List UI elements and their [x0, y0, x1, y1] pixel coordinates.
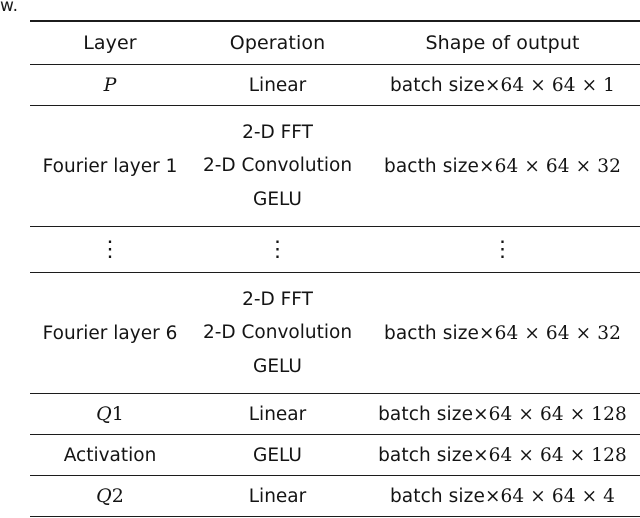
layer-symbol: Q — [96, 485, 112, 507]
cell-shape: batch size×64 × 64 × 1 — [365, 64, 640, 106]
operation-label: Linear — [248, 74, 307, 96]
layer-symbol-index: 1 — [111, 403, 124, 425]
table-row: Q2 Linear batch size×64 × 64 × 4 — [30, 475, 640, 517]
vertical-ellipsis-icon: ⋮ — [99, 236, 121, 262]
cell-operation: Linear — [190, 64, 365, 106]
shape-value: batch size×64 × 64 × 1 — [389, 74, 616, 96]
operation-label: 2-D Convolution — [202, 155, 353, 177]
network-architecture-table: Layer Operation Shape of output P Linear… — [30, 20, 640, 517]
cell-operation-ellipsis: ⋮ — [190, 226, 365, 273]
cell-operation: Linear — [190, 475, 365, 517]
operation-stack: 2-D FFT 2-D Convolution GELU — [190, 288, 365, 377]
cell-layer: Fourier layer 6 — [30, 272, 190, 394]
vertical-ellipsis-icon: ⋮ — [266, 236, 289, 262]
table-row: Activation GELU batch size×64 × 64 × 128 — [30, 434, 640, 476]
operation-label: GELU — [253, 355, 302, 377]
shape-value: batch size×64 × 64 × 128 — [378, 444, 627, 466]
column-header-shape: Shape of output — [365, 20, 640, 65]
cell-shape: bacth size×64 × 64 × 32 — [365, 105, 640, 227]
cell-shape: batch size×64 × 64 × 128 — [365, 434, 640, 476]
operation-label: GELU — [253, 444, 302, 466]
layer-symbol: P — [103, 74, 117, 96]
table-row: P Linear batch size×64 × 64 × 1 — [30, 64, 640, 106]
cell-operation: Linear — [190, 393, 365, 435]
cell-operation: 2-D FFT 2-D Convolution GELU — [190, 272, 365, 394]
layer-symbol-index: 2 — [111, 485, 124, 507]
cell-layer: P — [30, 64, 190, 106]
layer-symbol: Q — [96, 403, 112, 425]
operation-label: GELU — [253, 188, 302, 210]
cell-operation: 2-D FFT 2-D Convolution GELU — [190, 105, 365, 227]
table-header-row: Layer Operation Shape of output — [30, 20, 640, 65]
shape-value: batch size×64 × 64 × 4 — [389, 485, 616, 507]
table-container: Layer Operation Shape of output P Linear… — [30, 20, 640, 517]
operation-stack: 2-D FFT 2-D Convolution GELU — [190, 121, 365, 210]
table-row: Fourier layer 1 2-D FFT 2-D Convolution … — [30, 105, 640, 227]
operation-label: 2-D Convolution — [202, 322, 353, 344]
shape-value: bacth size×64 × 64 × 32 — [384, 322, 621, 344]
shape-value: batch size×64 × 64 × 128 — [378, 403, 627, 425]
operation-label: Linear — [248, 403, 307, 425]
column-header-operation: Operation — [190, 20, 365, 65]
cell-operation: GELU — [190, 434, 365, 476]
cell-shape: batch size×64 × 64 × 4 — [365, 475, 640, 517]
operation-label: 2-D FFT — [242, 288, 313, 310]
column-header-layer: Layer — [30, 20, 190, 65]
cell-layer: Fourier layer 1 — [30, 105, 190, 227]
cell-shape: bacth size×64 × 64 × 32 — [365, 272, 640, 394]
shape-value: bacth size×64 × 64 × 32 — [384, 155, 621, 177]
clipped-paragraph-fragment: w. — [0, 0, 19, 16]
cell-layer: Activation — [30, 434, 190, 476]
cell-shape: batch size×64 × 64 × 128 — [365, 393, 640, 435]
cell-layer: Q1 — [30, 393, 190, 435]
cell-shape-ellipsis: ⋮ — [365, 226, 640, 273]
table-row-ellipsis: ⋮ ⋮ ⋮ — [30, 226, 640, 273]
table-row: Fourier layer 6 2-D FFT 2-D Convolution … — [30, 272, 640, 394]
table-row: Q1 Linear batch size×64 × 64 × 128 — [30, 393, 640, 435]
table-bottom-rule — [30, 516, 640, 517]
cell-layer-ellipsis: ⋮ — [30, 226, 190, 273]
cell-layer: Q2 — [30, 475, 190, 517]
vertical-ellipsis-icon: ⋮ — [491, 236, 514, 262]
operation-label: Linear — [248, 485, 307, 507]
operation-label: 2-D FFT — [242, 121, 313, 143]
